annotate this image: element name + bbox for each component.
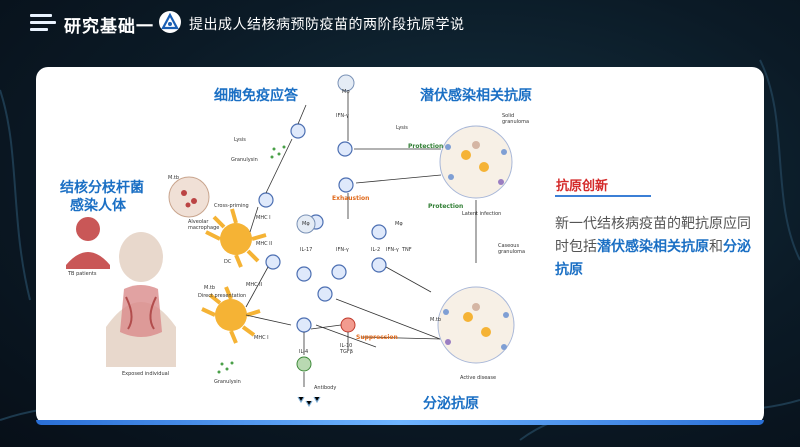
il10-label: IL-10 TGFβ [340, 343, 353, 355]
dc-label: DC [224, 259, 232, 265]
ifn-label-1: IFN-γ [336, 113, 349, 119]
innovation-text-1: 新一代结核病疫苗的靶抗原应同时包括 [555, 216, 751, 255]
mhc-ii-label-2: MHC II [246, 282, 263, 288]
macrophage-label-1: Mφ [342, 89, 350, 95]
ifn-label-3: IFN-γ [386, 247, 399, 253]
infection-title: 结核分枝杆菌 感染人体 [60, 179, 144, 215]
dendritic-cell-2 [201, 286, 261, 344]
il17-label: IL-17 [300, 247, 313, 253]
header: 研究基础一 提出成人结核病预防疫苗的两阶段抗原学说 [0, 0, 800, 46]
t-cells [258, 123, 387, 333]
innovation-text: 新一代结核病疫苗的靶抗原应同时包括潜伏感染相关抗原和分泌抗原 [555, 213, 755, 282]
mtb-label-2: M.tb [204, 285, 216, 291]
cross-priming-label: Cross-priming [214, 203, 249, 209]
secreted-antigen-title: 分泌抗原 [423, 396, 479, 412]
tb-patients-label: TB patients [68, 271, 97, 277]
alveolar-macrophage [168, 176, 210, 218]
innovation-highlight-1: 潜伏感染相关抗原 [597, 239, 709, 255]
il2-label: IL-2 [371, 247, 381, 253]
latent-antigen-title: 潜伏感染相关抗原 [420, 88, 532, 104]
ifn-label-2: IFN-γ [336, 247, 349, 253]
macrophage-label-2: Mφ [302, 221, 310, 227]
il4-label: IL-4 [299, 349, 309, 355]
mhc-i-label-1: MHC I [256, 215, 271, 221]
lysis-label-1: Lysis [234, 137, 246, 143]
mtb-label-1: M.tb [168, 175, 180, 181]
latent-infection-label: Latent infection [462, 211, 502, 217]
protection-label-1: Protection [408, 143, 444, 150]
granulysin-label-1: Granulysin [231, 157, 258, 163]
section-title: 研究基础一 [64, 17, 154, 37]
solid-granuloma-label: Solid granuloma [502, 113, 530, 125]
innovation-title: 抗原创新 [556, 179, 609, 194]
antibody-label: Antibody [314, 385, 337, 391]
granulysin-label-2: Granulysin [214, 379, 241, 385]
antibody-icons [297, 396, 321, 408]
active-disease-label: Active disease [460, 375, 497, 381]
macrophage-label-3: Mφ [395, 221, 403, 227]
innovation-text-2: 和 [709, 239, 723, 255]
exhaustion-label: Exhaustion [332, 195, 370, 202]
tnf-label: TNF [402, 247, 412, 253]
protection-label-2: Protection [428, 203, 464, 210]
human-body-illustration [106, 232, 176, 367]
infection-title-line-2: 感染人体 [70, 198, 126, 214]
caseous-granuloma-label: Caseous granuloma [498, 243, 526, 255]
section-subtitle: 提出成人结核病预防疫苗的两阶段抗原学说 [189, 17, 465, 33]
tb-patient-illustration [66, 217, 110, 269]
suppression-label: Suppression [356, 334, 398, 341]
alveolar-macrophage-label: Alveolar macrophage [188, 219, 220, 231]
granulysin-dots [217, 145, 286, 374]
dendritic-cell-1 [205, 208, 267, 268]
cell-immune-title: 细胞免疫应答 [214, 88, 298, 104]
infection-title-line-1: 结核分枝杆菌 [60, 180, 144, 196]
mtb-label-3: M.tb [430, 317, 442, 323]
pathway-arrows [245, 93, 442, 387]
activated-cells [296, 74, 356, 372]
exposed-individual-label: Exposed individual [122, 371, 170, 377]
content-card: 细胞免疫应答 潜伏感染相关抗原 结核分枝杆菌 感染人体 分泌抗原 Protect… [36, 67, 764, 425]
immune-response-diagram [66, 74, 515, 408]
lysis-label-2: Lysis [396, 125, 408, 131]
innovation-highlight-2: 分泌抗原 [555, 239, 751, 278]
innovation-underline [555, 195, 651, 197]
direct-presentation-label: Direct presentation [198, 293, 247, 299]
mhc-i-label-2: MHC I [254, 335, 269, 341]
card-bottom-accent [36, 420, 764, 425]
caseous-granuloma [437, 286, 515, 364]
triangle-logo-icon [159, 11, 181, 33]
solid-granuloma [439, 125, 513, 199]
mhc-ii-label-1: MHC II [256, 241, 273, 247]
menu-bars-icon [30, 14, 56, 34]
